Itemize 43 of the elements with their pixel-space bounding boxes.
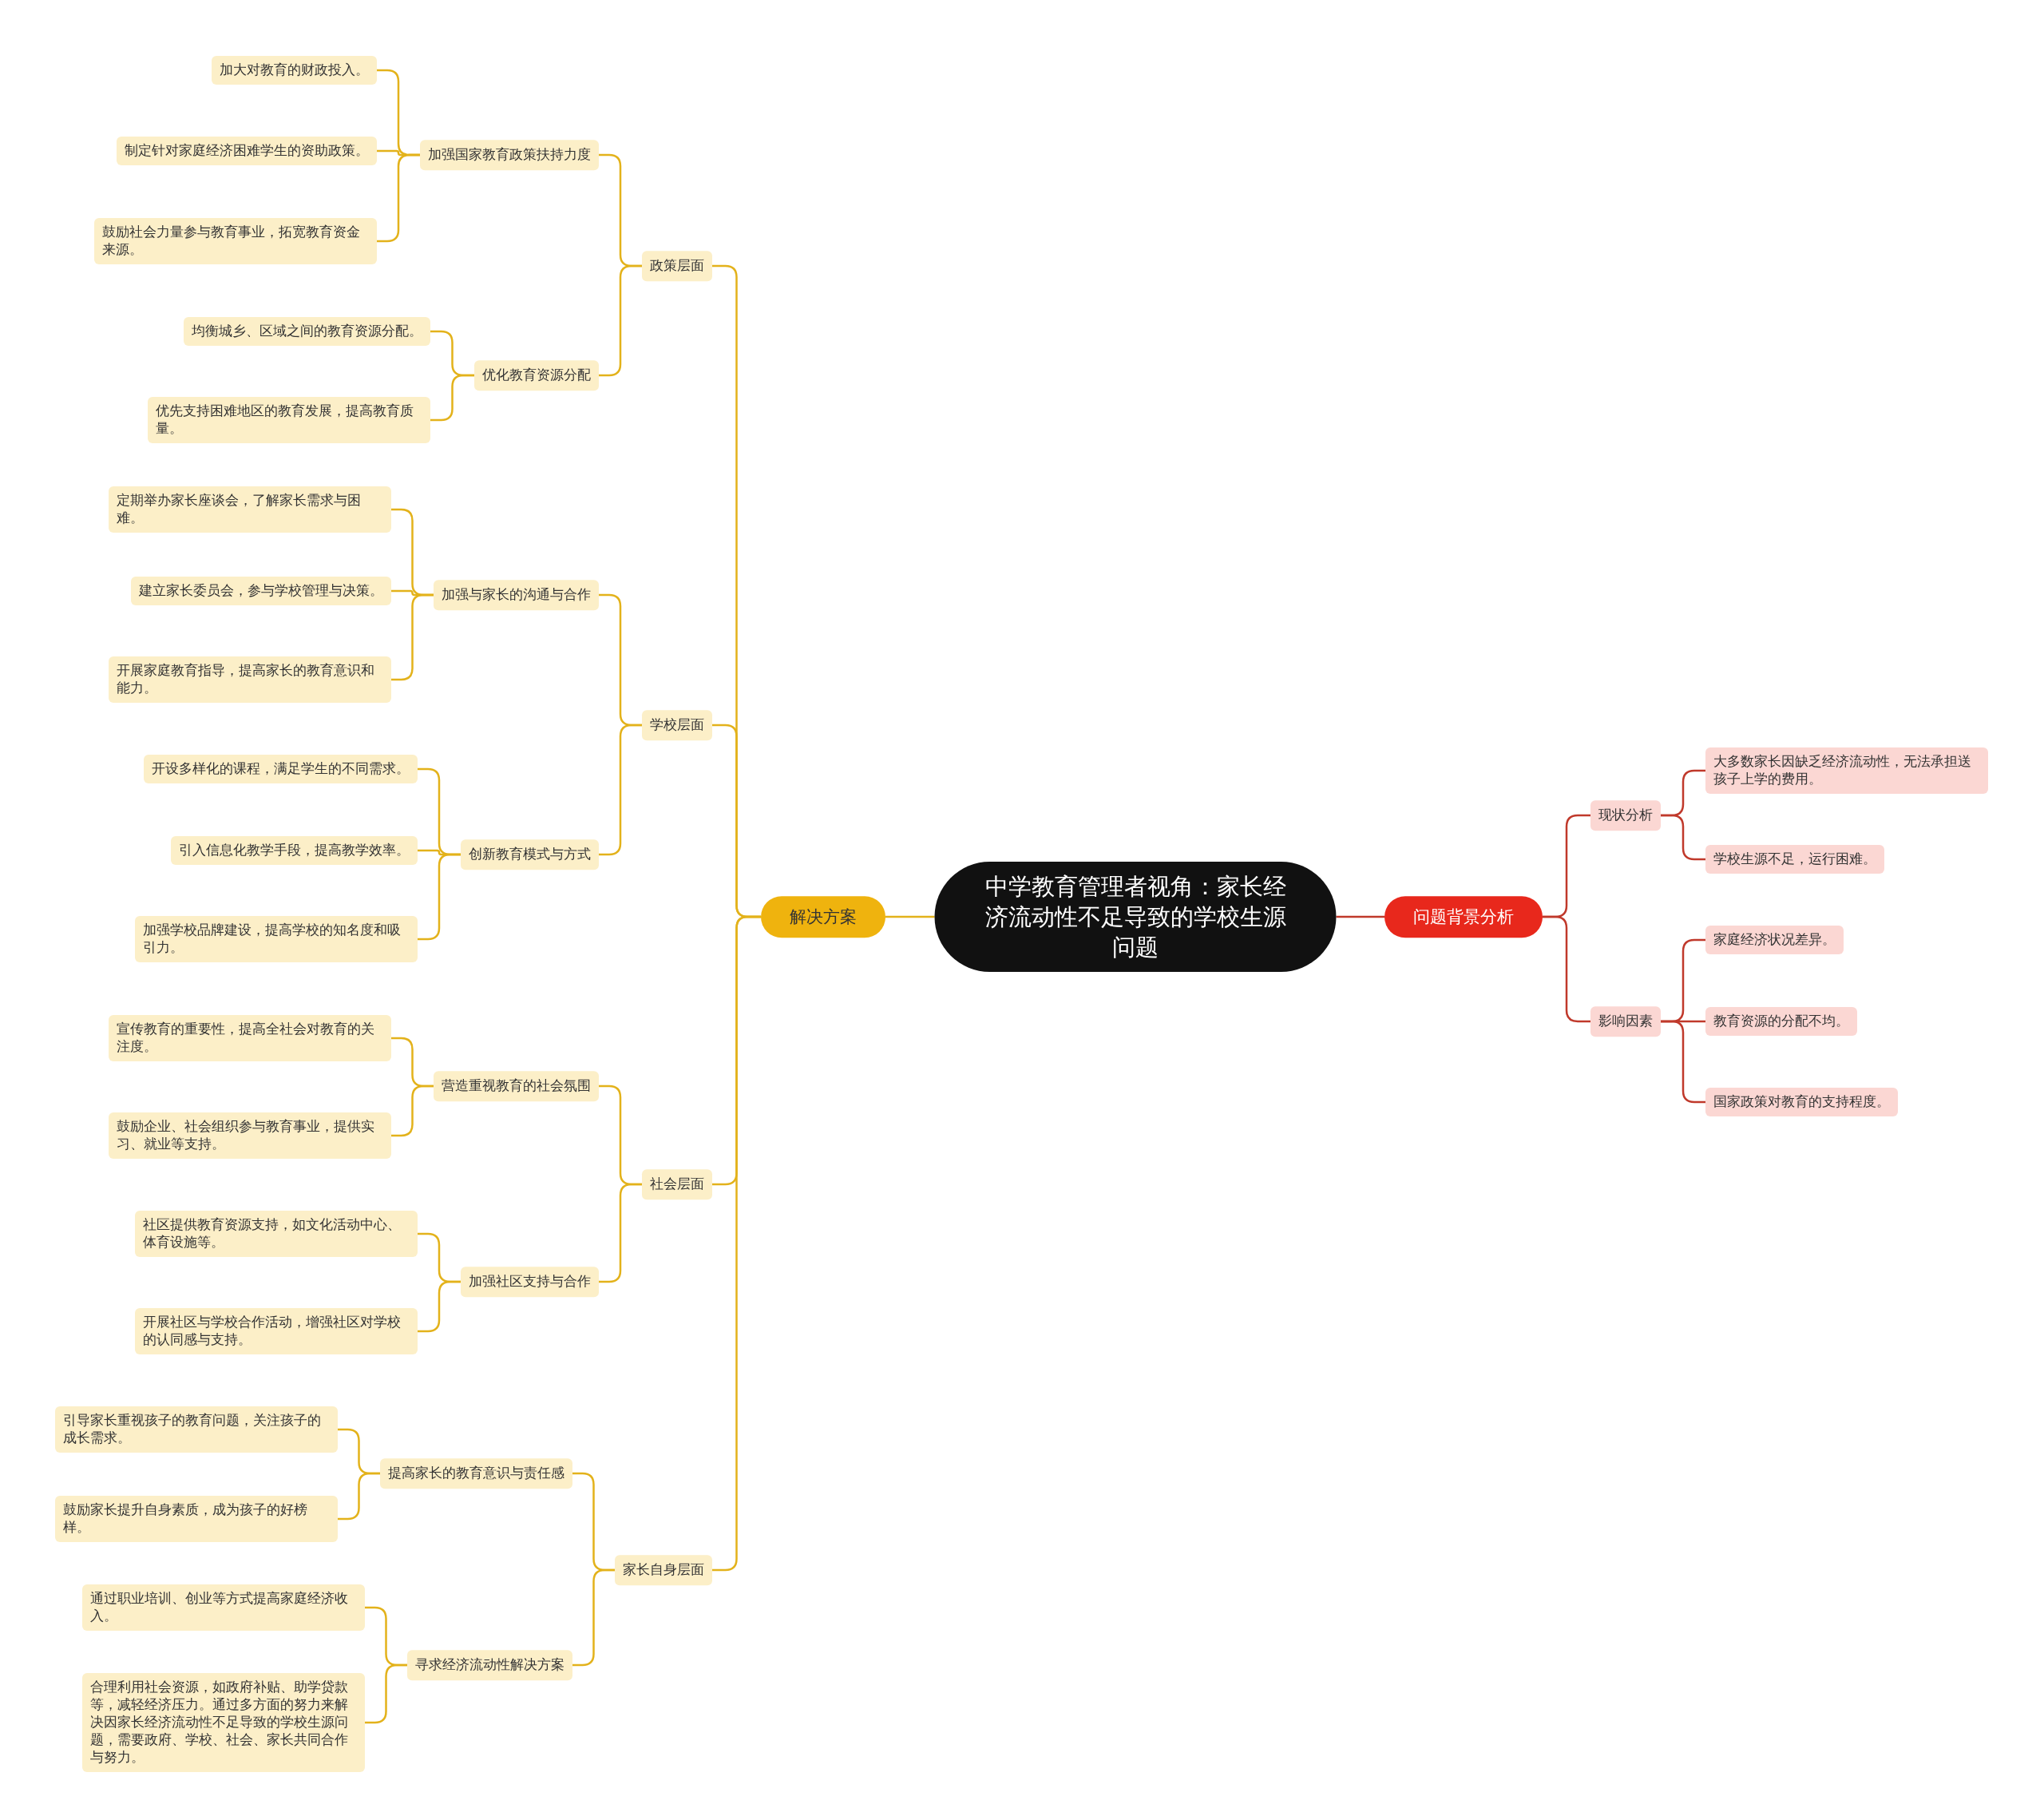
main-branch: 解决方案	[761, 896, 885, 938]
leaf-box: 合理利用社会资源，如政府补贴、助学贷款等，减轻经济压力。通过多方面的努力来解决因家长经济流动性不足导致的学校生源问题，需要政府、学校、社会、家长共同合作与努力。	[82, 1673, 365, 1772]
subtopic-box: 加强国家教育政策扶持力度	[420, 140, 599, 170]
subtopic-box: 政策层面	[642, 251, 712, 281]
subtopic-box: 加强与家长的沟通与合作	[434, 580, 599, 610]
subtopic-box: 寻求经济流动性解决方案	[407, 1650, 572, 1680]
leaf-box: 加强学校品牌建设，提高学校的知名度和吸引力。	[135, 916, 418, 962]
subtopic-box: 学校层面	[642, 710, 712, 740]
leaf-box: 开展家庭教育指导，提高家长的教育意识和能力。	[109, 656, 391, 703]
leaf-box: 通过职业培训、创业等方式提高家庭经济收入。	[82, 1584, 365, 1631]
leaf-box: 开设多样化的课程，满足学生的不同需求。	[144, 755, 418, 783]
leaf-box: 社区提供教育资源支持，如文化活动中心、体育设施等。	[135, 1211, 418, 1257]
leaf-box: 国家政策对教育的支持程度。	[1705, 1088, 1898, 1116]
leaf-box: 优先支持困难地区的教育发展，提高教育质量。	[148, 397, 430, 443]
leaf-box: 大多数家长因缺乏经济流动性，无法承担送孩子上学的费用。	[1705, 747, 1988, 794]
subtopic-box: 营造重视教育的社会氛围	[434, 1071, 599, 1101]
subtopic-box: 社会层面	[642, 1169, 712, 1199]
leaf-box: 引入信息化教学手段，提高教学效率。	[171, 836, 418, 865]
subtopic-box: 加强社区支持与合作	[461, 1267, 599, 1297]
leaf-box: 学校生源不足，运行困难。	[1705, 845, 1884, 874]
leaf-box: 宣传教育的重要性，提高全社会对教育的关注度。	[109, 1015, 391, 1061]
leaf-box: 引导家长重视孩子的教育问题，关注孩子的成长需求。	[55, 1406, 338, 1453]
leaf-box: 鼓励企业、社会组织参与教育事业，提供实习、就业等支持。	[109, 1112, 391, 1159]
leaf-box: 均衡城乡、区域之间的教育资源分配。	[184, 317, 430, 346]
subtopic-box: 家长自身层面	[615, 1555, 712, 1585]
subtopic-box: 提高家长的教育意识与责任感	[380, 1458, 572, 1489]
main-branch: 问题背景分析	[1384, 896, 1543, 938]
central-topic: 中学教育管理者视角：家长经济流动性不足导致的学校生源问题	[934, 862, 1337, 972]
leaf-box: 鼓励家长提升自身素质，成为孩子的好榜样。	[55, 1496, 338, 1542]
leaf-box: 教育资源的分配不均。	[1705, 1007, 1857, 1036]
connector-line	[1336, 915, 1384, 918]
subtopic-box: 优化教育资源分配	[474, 360, 599, 391]
leaf-box: 制定针对家庭经济困难学生的资助政策。	[117, 137, 377, 165]
leaf-box: 鼓励社会力量参与教育事业，拓宽教育资金来源。	[94, 218, 377, 264]
subtopic-box: 现状分析	[1590, 800, 1661, 831]
leaf-box: 定期举办家长座谈会，了解家长需求与困难。	[109, 486, 391, 533]
subtopic-box: 影响因素	[1590, 1006, 1661, 1037]
leaf-box: 加大对教育的财政投入。	[212, 56, 377, 85]
subtopic-box: 创新教育模式与方式	[461, 839, 599, 870]
leaf-box: 家庭经济状况差异。	[1705, 926, 1844, 954]
connector-line	[885, 915, 935, 918]
leaf-box: 开展社区与学校合作活动，增强社区对学校的认同感与支持。	[135, 1308, 418, 1354]
leaf-box: 建立家长委员会，参与学校管理与决策。	[131, 577, 391, 605]
